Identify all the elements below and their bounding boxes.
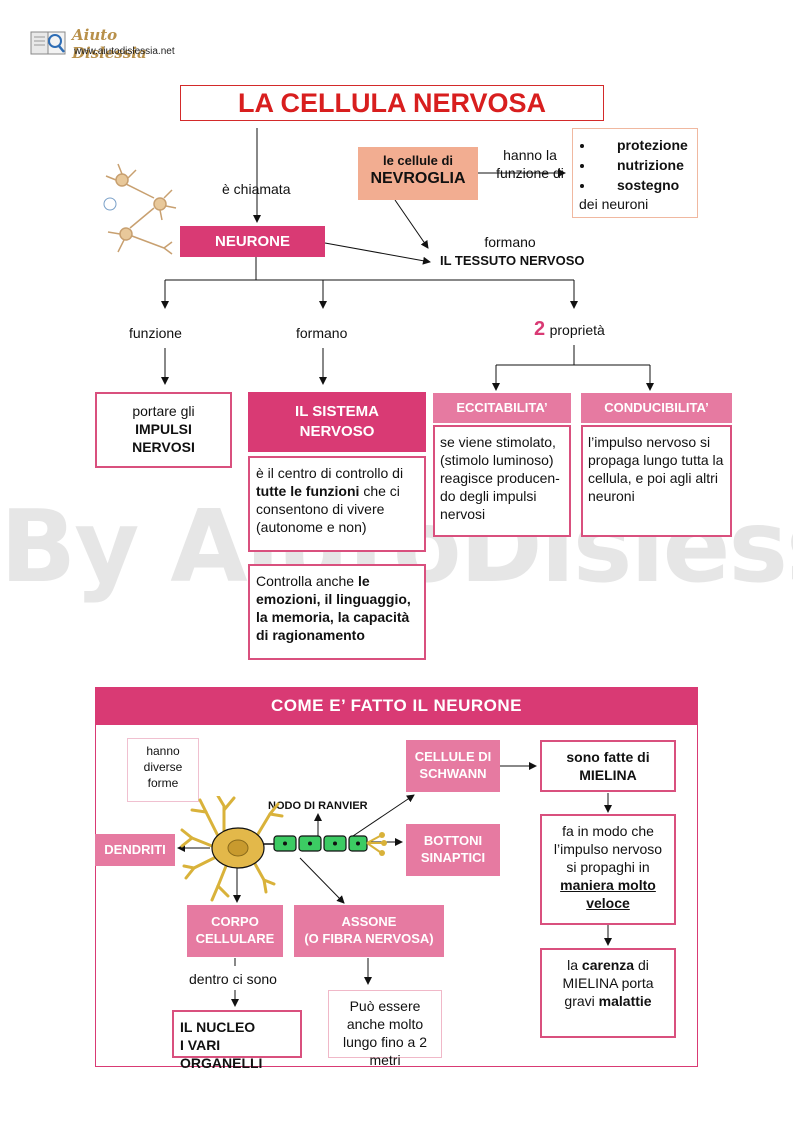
veloce-box: fa in modo che l’impulso nervoso si prop… xyxy=(540,814,676,925)
label-formano: formano xyxy=(296,325,348,341)
page-title: LA CELLULA NERVOSA xyxy=(180,85,604,121)
book-magnifier-icon xyxy=(30,31,66,55)
lungo-box: Può essere anche molto lungo fino a 2 me… xyxy=(328,990,442,1068)
label-nodo-ranvier: NODO DI RANVIER xyxy=(268,800,368,812)
nucleo-box: IL NUCLEO I VARI ORGANELLI xyxy=(172,1010,302,1071)
label-formano-tessuto: formano xyxy=(484,234,536,250)
sistema-nervoso-box: IL SISTEMA NERVOSO xyxy=(248,392,426,452)
functions-box: protezione nutrizione sostegno dei neuro… xyxy=(572,128,698,218)
schwann-box: CELLULE DI SCHWANN xyxy=(406,740,500,792)
conducibilita-box: l’impulso nervoso si propaga lungo tutta… xyxy=(581,425,732,537)
assone-box: ASSONE (O FIBRA NERVOSA) xyxy=(294,905,444,957)
label-hanno-la: hanno la xyxy=(503,147,557,163)
neuron-illustration xyxy=(103,163,177,255)
functions-list: protezione nutrizione sostegno xyxy=(579,135,693,195)
function-item: sostegno xyxy=(595,175,693,195)
logo: Aiuto Dislessia www.aiutodislessia.net xyxy=(28,26,188,62)
label-proprieta: 2 proprietà xyxy=(534,318,605,340)
label-e-chiamata: è chiamata xyxy=(222,181,291,197)
neurone-box: NEURONE xyxy=(180,226,325,257)
nevroglia-box: le cellule di NEVROGLIA xyxy=(358,147,478,200)
conducibilita-header: CONDUCIBILITA’ xyxy=(581,393,732,423)
carenza-box: la carenza di MIELINA porta gravi malatt… xyxy=(540,948,676,1038)
section-header: COME E’ FATTO IL NEURONE xyxy=(95,687,698,725)
eccitabilita-box: se viene stimolato, (stimolo luminoso) r… xyxy=(433,425,571,537)
eccitabilita-header: ECCITABILITA’ xyxy=(433,393,571,423)
label-funzione-di: funzione di xyxy=(496,165,564,181)
hanno-forme-box: hanno diverse forme xyxy=(127,738,199,802)
label-dei-neuroni: dei neuroni xyxy=(579,196,649,212)
portare-box: portare gli IMPULSI NERVOSI xyxy=(95,392,232,468)
mielina-box: sono fatte di MIELINA xyxy=(540,740,676,792)
label-tessuto-nervoso: IL TESSUTO NERVOSO xyxy=(440,253,585,268)
bottoni-sinaptici-box: BOTTONI SINAPTICI xyxy=(406,824,500,876)
dendriti-box: DENDRITI xyxy=(95,834,175,866)
function-item: nutrizione xyxy=(595,155,693,175)
controlla-box: Controlla anche le emozioni, il linguagg… xyxy=(248,564,426,660)
logo-name: Aiuto Dislessia xyxy=(72,26,147,62)
logo-url: www.aiutodislessia.net xyxy=(74,46,175,57)
corpo-cellulare-box: CORPO CELLULARE xyxy=(187,905,283,957)
function-item: protezione xyxy=(595,135,693,155)
centro-controllo-box: è il centro di controllo di tutte le fun… xyxy=(248,456,426,552)
label-dentro-ci-sono: dentro ci sono xyxy=(189,971,277,987)
label-funzione: funzione xyxy=(129,325,182,341)
neuron-diagram xyxy=(180,796,387,902)
